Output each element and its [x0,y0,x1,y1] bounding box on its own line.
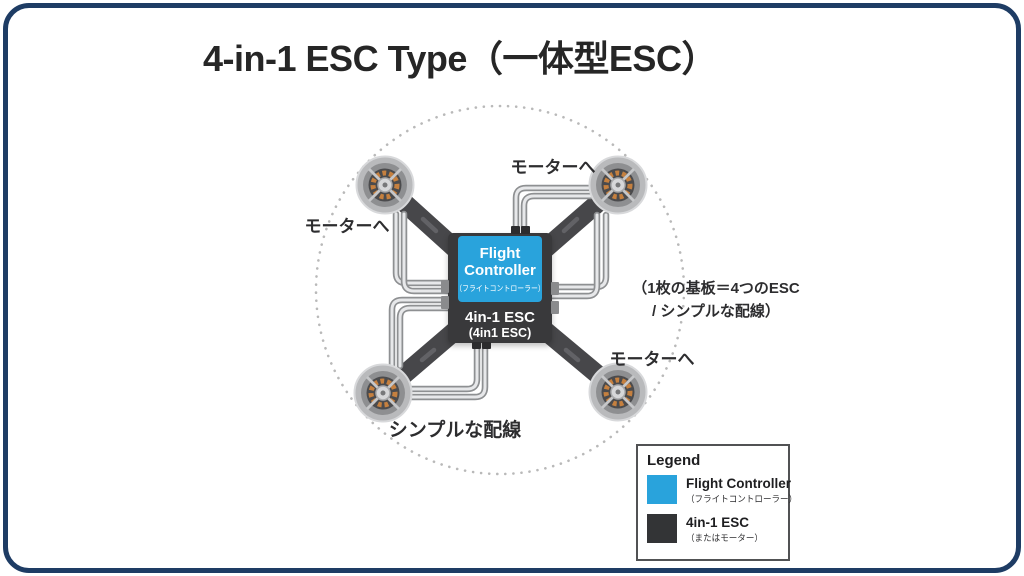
motor-bottom-right [588,362,648,422]
wire-bundle-bottom [406,339,489,401]
connector-top-1 [511,226,520,234]
fc-label-line1: Flight [479,244,521,262]
wire-bundle-top [512,184,595,240]
fc-label-line2: Controller [464,261,536,279]
connector-bottom-2 [482,342,491,349]
connector-top-2 [521,226,530,234]
esc-label-block: 4in-1 ESC (4in1 ESC) [448,309,552,341]
legend-swatch-flight-controller [647,475,677,504]
legend-swatch-esc [647,514,677,543]
annotation-line2: / シンプルな配線） [652,303,780,320]
legend-box: Legend Flight Controller （フライトコントローラー） 4… [636,444,797,561]
esc-label: 4in-1 ESC [464,309,536,326]
wire-bundle-left-down [388,296,453,370]
connector-right-2 [551,301,559,314]
motor-top-left [355,155,415,215]
legend-label-esc: 4in-1 ESC [686,515,750,530]
connector-bottom-1 [472,342,481,349]
connector-right-1 [551,282,559,295]
fc-label-japanese: （フライトコントローラー） [455,283,545,293]
motor-top-right [588,155,648,215]
legend-sub-flight-controller: （フライトコントローラー） [686,494,798,504]
arm-highlights [419,216,581,363]
flight-controller-box: Flight Controller （フライトコントローラー） [455,236,545,302]
annotation-line1: （1枚の基板＝4つのESC [632,280,800,297]
label-motor-bottom-right: モーターへ [609,350,695,369]
annotation-right: （1枚の基板＝4つのESC / シンプルな配線） [632,277,800,323]
motor-bottom-left [353,363,413,423]
label-motor-top: モーターへ [510,158,596,177]
motors [353,155,648,423]
legend-item-esc: 4in-1 ESC （またはモーター） [647,514,788,544]
connector-left-1 [441,280,449,293]
page-title: 4-in-1 ESC Type（一体型ESC） [203,38,717,79]
connector-left-2 [441,296,449,309]
legend-label-flight-controller: Flight Controller [686,476,791,491]
legend-sub-esc: （またはモーター） [686,533,763,543]
wire-bundle-left-up [392,210,453,295]
label-motor-left: モーターへ [304,217,390,236]
legend-title: Legend [647,452,701,469]
dotted-circle [314,104,686,476]
esc-sublabel: (4in1 ESC) [468,326,532,340]
legend-item-flight-controller: Flight Controller （フライトコントローラー） [647,475,797,505]
wire-bundle-right [547,211,610,300]
label-simple-wiring: シンプルな配線 [388,420,522,441]
